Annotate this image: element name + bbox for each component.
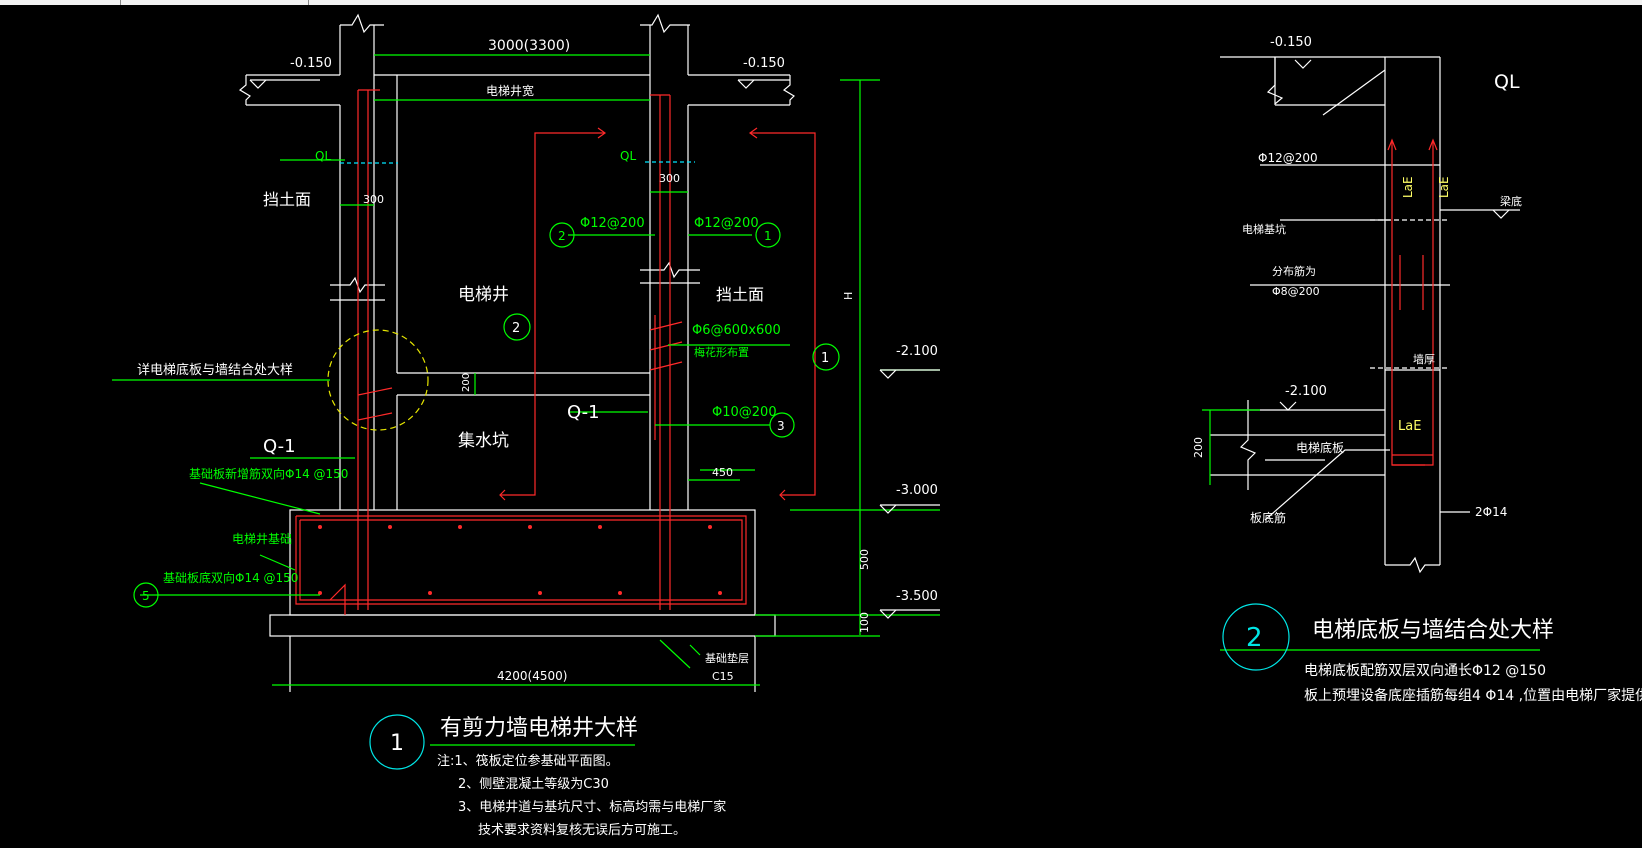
left-detail-title: 有剪力墙电梯井大样 bbox=[440, 716, 638, 741]
ql-label-left: QL bbox=[315, 149, 331, 163]
left-detail bbox=[112, 13, 940, 770]
right-dimension-lines bbox=[1202, 409, 1540, 651]
dim-100: 100 bbox=[858, 612, 871, 633]
note-line-3: 3、电梯井道与基坑尺寸、标高均需与电梯厂家 bbox=[458, 799, 726, 815]
note-line-1: 注:1、筏板定位参基础平面图。 bbox=[437, 753, 619, 769]
right-detail-text: -0.150 QL Φ12@200 LaE LaE 梁底 电梯基坑 分布筋为 Φ… bbox=[1192, 35, 1642, 704]
right-rebar bbox=[1387, 138, 1438, 466]
lae-bottom-label: LaE bbox=[1398, 419, 1421, 434]
right-dashed-lines bbox=[1370, 219, 1450, 369]
width-dimension: 3000(3300) bbox=[488, 38, 570, 54]
right-detail bbox=[1202, 56, 1540, 671]
title-bubble-2 bbox=[1222, 603, 1290, 671]
bubble-2a-text: 2 bbox=[558, 229, 566, 243]
elev-3500: -3.500 bbox=[896, 589, 938, 604]
top-toolbar-strip bbox=[0, 0, 1642, 5]
sump-label: 集水坑 bbox=[458, 431, 509, 451]
right-pit-label: 电梯基坑 bbox=[1242, 222, 1286, 236]
dim-500: 500 bbox=[858, 549, 871, 570]
dim-300-left: 300 bbox=[363, 193, 384, 206]
tie-note-label: 梅花形布置 bbox=[694, 345, 749, 359]
beam-bottom-label: 梁底 bbox=[1500, 194, 1522, 208]
bottom-dimension: 4200(4500) bbox=[497, 669, 567, 683]
bubble-1b-text: 1 bbox=[821, 351, 829, 366]
tie-rebar-label: Φ6@600x600 bbox=[692, 323, 781, 338]
detail-reference-label: 详电梯底板与墙结合处大样 bbox=[137, 362, 293, 378]
retaining-face-right: 挡土面 bbox=[716, 285, 764, 304]
bubble-3-text: 3 bbox=[777, 419, 785, 433]
bottom-rebar-label: 板底筋 bbox=[1250, 510, 1286, 525]
left-detail-text: -0.150 -0.150 3000(3300) 电梯井宽 QL QL 挡土面 … bbox=[137, 38, 938, 838]
right-note-1: 电梯底板配筋双层双向通长Φ12 @150 bbox=[1304, 662, 1546, 679]
bubble-1a-text: 1 bbox=[764, 229, 772, 243]
dist-rebar-label: 分布筋为 bbox=[1272, 264, 1316, 278]
title-bubble-1 bbox=[369, 714, 425, 770]
elevation-marks bbox=[249, 79, 940, 619]
detail-callout-circle bbox=[327, 329, 429, 431]
slab-side-rebar-label: 基础板新增筋双向Φ14 @150 bbox=[189, 466, 348, 481]
rebar-left-label: Φ12@200 bbox=[580, 216, 645, 231]
right-ql-label: QL bbox=[1494, 71, 1520, 93]
note-line-4: 技术要求资料复核无误后方可施工。 bbox=[478, 822, 686, 838]
right-elev-2100: -2.100 bbox=[1285, 384, 1327, 399]
pit-foundation-label: 电梯井基础 bbox=[232, 532, 292, 546]
section-dashes bbox=[340, 161, 695, 164]
cushion-grade-label: C15 bbox=[712, 670, 734, 683]
shaft-width-label: 电梯井宽 bbox=[486, 83, 534, 98]
title-number-2: 2 bbox=[1246, 623, 1263, 653]
height-h-label: H bbox=[842, 292, 855, 300]
right-detail-title: 电梯底板与墙结合处大样 bbox=[1312, 618, 1554, 643]
slab-bottom-rebar-label: 基础板底双向Φ14 @150 bbox=[163, 570, 298, 585]
elev-3000: -3.000 bbox=[896, 483, 938, 498]
elev-top-right: -0.150 bbox=[743, 56, 785, 71]
reference-bubbles bbox=[133, 222, 840, 608]
wall-thickness-label: 墙厚 bbox=[1413, 352, 1435, 366]
right-dim-200: 200 bbox=[1192, 437, 1205, 458]
dimension-lines bbox=[112, 54, 940, 686]
dim-300-right: 300 bbox=[659, 172, 680, 185]
right-elev-top: -0.150 bbox=[1270, 35, 1312, 50]
title-number-1: 1 bbox=[390, 731, 404, 756]
right-rebar-top: Φ12@200 bbox=[1258, 151, 1318, 165]
rebar-dots bbox=[318, 525, 722, 595]
shaft-label: 电梯井 bbox=[458, 285, 509, 305]
rebar-lines bbox=[295, 89, 747, 615]
note-line-2: 2、侧壁混凝土等级为C30 bbox=[458, 776, 609, 792]
right-elevation-marks bbox=[1279, 59, 1520, 513]
right-wall-outlines bbox=[1210, 56, 1450, 574]
rebar-right-label: Φ12@200 bbox=[694, 216, 759, 231]
rebar-10-label: Φ10@200 bbox=[712, 405, 777, 420]
cad-drawing-canvas[interactable]: -0.150 -0.150 3000(3300) 电梯井宽 QL QL 挡土面 … bbox=[0, 5, 1642, 848]
bubble-5-text: 5 bbox=[142, 589, 150, 603]
toolbar-tab[interactable] bbox=[0, 0, 121, 5]
lae-left-label: LaE bbox=[1401, 176, 1415, 198]
q1-left-label: Q-1 bbox=[263, 436, 296, 457]
wall-outlines bbox=[238, 13, 795, 692]
q1-mid-label: Q-1 bbox=[567, 402, 600, 423]
ql-label-mid: QL bbox=[620, 149, 636, 163]
lae-right-label: LaE bbox=[1437, 176, 1451, 198]
cushion-label: 基础垫层 bbox=[705, 651, 749, 665]
dim-200: 200 bbox=[461, 373, 472, 392]
dist-rebar-spec: Φ8@200 bbox=[1272, 285, 1320, 298]
elev-2100: -2.100 bbox=[896, 344, 938, 359]
dim-450: 450 bbox=[712, 466, 733, 479]
bars-2phi14-label: 2Φ14 bbox=[1475, 505, 1507, 519]
toolbar-tab[interactable] bbox=[120, 0, 309, 5]
slab-label: 电梯底板 bbox=[1296, 440, 1344, 455]
section-arrows bbox=[499, 127, 816, 501]
bubble-2b-text: 2 bbox=[512, 321, 520, 336]
elev-top-left: -0.150 bbox=[290, 56, 332, 71]
right-note-2: 板上预埋设备底座插筋每组4 Φ14 ,位置由电梯厂家提供 bbox=[1304, 687, 1642, 704]
retaining-face-left: 挡土面 bbox=[263, 190, 311, 209]
